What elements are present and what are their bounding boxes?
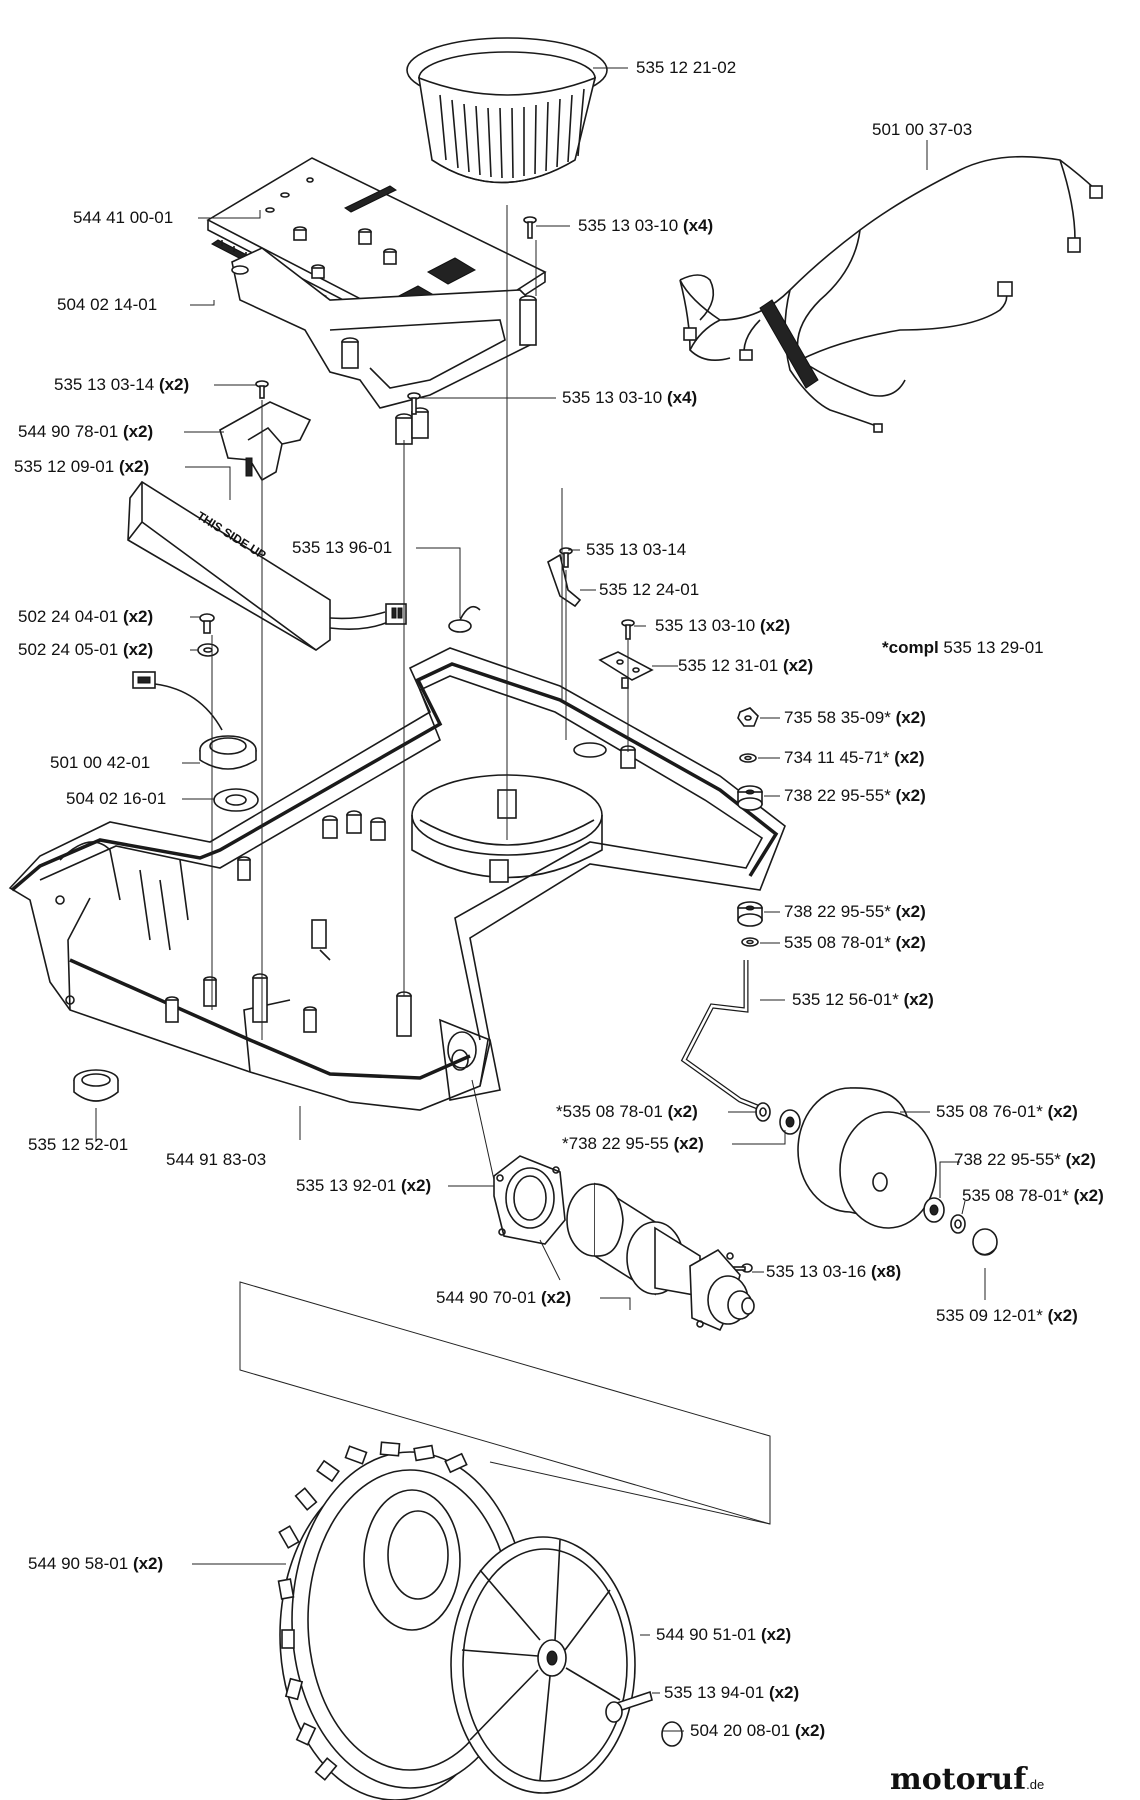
label-544-90-58-01: 544 90 58-01 (x2) [28,1554,164,1573]
label-501-00-42-01: 501 00 42-01 [50,753,151,772]
label-502-24-05-01: 502 24 05-01 (x2) [18,640,154,659]
label-738-22-95-55-c: *738 22 95-55 (x2) [562,1134,704,1153]
label-502-24-04-01: 502 24 04-01 (x2) [18,607,154,626]
motoruf-logo: motoruf.de [890,1762,1045,1797]
label-738-22-95-55-d: 738 22 95-55* (x2) [954,1150,1096,1169]
buzzer [132,671,257,770]
label-535-13-03-10-mid: 535 13 03-10 (x4) [562,388,698,407]
label-504-20-08-01: 504 20 08-01 (x2) [690,1721,826,1740]
plug [73,1069,119,1102]
label-535-13-03-14-right: 535 13 03-14 [586,540,687,559]
label-501-00-37-03: 501 00 37-03 [872,120,973,139]
label-544-41-00-01: 544 41 00-01 [73,208,174,227]
label-535-08-78-01-c: 535 08 78-01* (x2) [962,1186,1104,1205]
label-544-90-70-01: 544 90 70-01 (x2) [436,1288,572,1307]
axle-crank [680,960,761,1111]
label-535-13-03-16: 535 13 03-16 (x8) [766,1262,902,1281]
label-544-90-78-01: 544 90 78-01 (x2) [18,422,154,441]
label-738-22-95-55-b: 738 22 95-55* (x2) [784,902,926,921]
front-wheel-right-parts [923,1197,998,1256]
guard-ring [406,37,608,184]
label-535-12-56-01: 535 12 56-01* (x2) [792,990,934,1009]
label-535-13-92-01: 535 13 92-01 (x2) [296,1176,432,1195]
label-535-13-03-10-top: 535 13 03-10 (x4) [578,216,714,235]
chassis [8,647,786,1111]
wire-harness [679,155,1103,433]
label-504-02-14-01: 504 02 14-01 [57,295,158,314]
label-544-91-83-03: 544 91 83-03 [166,1150,267,1169]
label-535-12-21-02: 535 12 21-02 [636,58,737,77]
label-544-90-51-01: 544 90 51-01 (x2) [656,1625,792,1644]
spring-hook [448,605,481,633]
battery-pack: THIS SIDE UP [127,480,407,651]
small-bracket [547,553,582,608]
wheel-motor [566,1182,755,1332]
rubber-ring [213,788,259,812]
screws [199,216,753,1273]
label-734-11-45-71: 734 11 45-71* (x2) [784,748,925,767]
label-535-12-09-01: 535 12 09-01 (x2) [14,457,150,476]
label-compl-535-13-29-01: *compl 535 13 29-01 [882,638,1044,657]
label-535-12-52-01: 535 12 52-01 [28,1135,129,1154]
front-wheel [797,1087,937,1229]
label-535-09-12-01: 535 09 12-01* (x2) [936,1306,1078,1325]
motor-gasket [493,1155,566,1245]
hub-bolt [605,1690,653,1723]
label-535-12-31-01: 535 12 31-01 (x2) [678,656,814,675]
label-535-08-78-01-a: 535 08 78-01* (x2) [784,933,926,952]
mount-plate [598,651,654,689]
hub-cap [450,1536,636,1794]
battery-bracket [219,401,312,482]
right-washer-stack [737,707,763,947]
label-535-08-78-01-b: *535 08 78-01 (x2) [556,1102,698,1121]
label-535-13-03-10-low: 535 13 03-10 (x2) [655,616,791,635]
leader-lines [95,67,986,1732]
label-535-13-94-01: 535 13 94-01 (x2) [664,1683,800,1702]
label-535-08-76-01: 535 08 76-01* (x2) [936,1102,1078,1121]
washer-502-24-05 [197,643,219,657]
label-735-58-35-09: 735 58 35-09* (x2) [784,708,926,727]
label-535-12-24-01: 535 12 24-01 [599,580,700,599]
label-738-22-95-55-a: 738 22 95-55* (x2) [784,786,926,805]
label-535-13-96-01: 535 13 96-01 [292,538,393,557]
front-wheel-parts [755,1102,801,1135]
center-cap [661,1721,683,1747]
board-holder [231,247,537,445]
label-504-02-16-01: 504 02 16-01 [66,789,167,808]
label-535-13-03-14-left: 535 13 03-14 (x2) [54,375,190,394]
